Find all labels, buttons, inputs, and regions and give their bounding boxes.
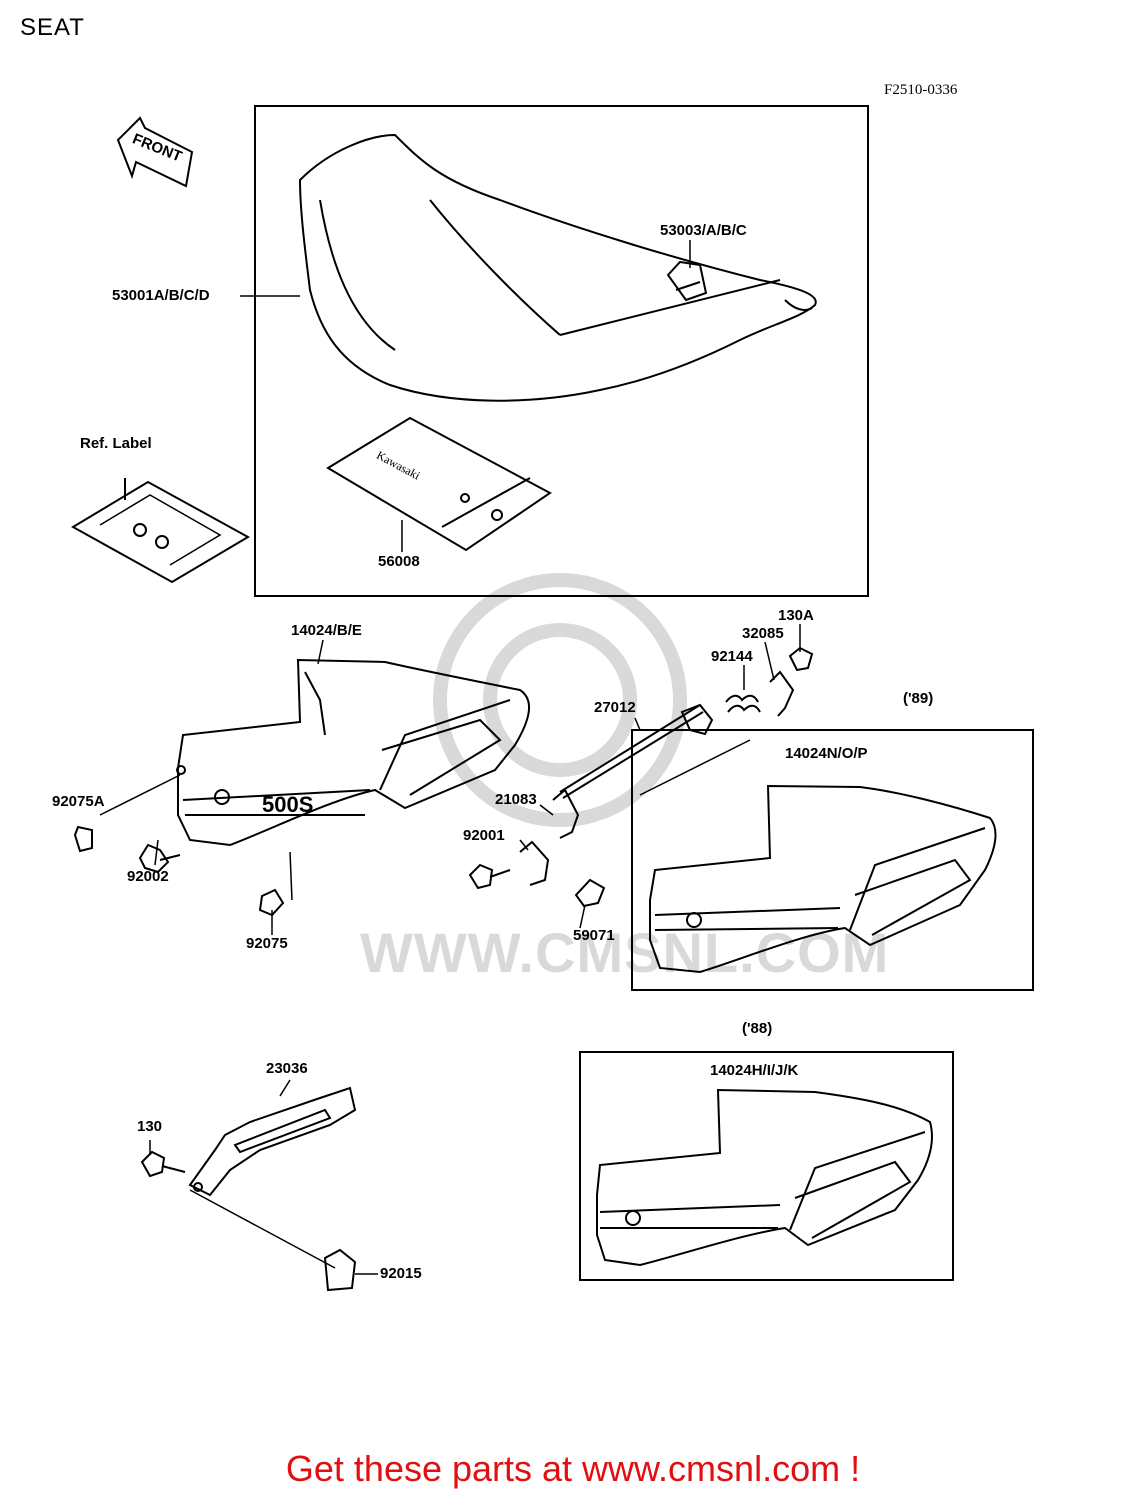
- label-53003: 53003/A/B/C: [660, 222, 747, 239]
- label-92015: 92015: [380, 1265, 422, 1282]
- label-92002: 92002: [127, 868, 169, 885]
- watermark-logo: [433, 573, 687, 827]
- label-21083: 21083: [495, 791, 537, 808]
- tail-cover-89-drawing: [649, 784, 997, 974]
- label-130: 130: [137, 1118, 163, 1135]
- leader-lines: [99, 240, 801, 1275]
- manual-bag-drawing: Kawasaki: [326, 416, 552, 552]
- label-53001: 53001A/B/C/D: [112, 287, 210, 304]
- watermark-text: WWW.CMSNL.COM: [360, 921, 890, 984]
- label-59071: 59071: [573, 927, 615, 944]
- label-14024-h-i-j-k: 14024H/I/J/K: [710, 1062, 799, 1079]
- bracket-23036-drawing: [140, 1086, 357, 1292]
- label-92075a: 92075A: [52, 793, 105, 810]
- svg-text:Kawasaki: Kawasaki: [374, 448, 423, 483]
- label-56008: 56008: [378, 553, 420, 570]
- label-ref-label: Ref. Label: [80, 435, 152, 452]
- tail-cover-88-drawing: [596, 1088, 933, 1267]
- label-92144: 92144: [711, 648, 753, 665]
- hardware-parts-drawing: [73, 646, 814, 917]
- label-14024-n-o-p: 14024N/O/P: [785, 745, 868, 762]
- front-arrow-icon: FRONT: [116, 116, 194, 188]
- ref-label-drawing: [71, 478, 251, 584]
- label-year-89: ('89): [903, 690, 934, 707]
- diagram-code: F2510-0336: [884, 82, 958, 98]
- year-89-box: [631, 729, 1034, 991]
- tail-cover-main-drawing: 500S: [176, 658, 531, 847]
- label-year-88: ('88): [742, 1020, 773, 1037]
- svg-text:500S: 500S: [262, 792, 313, 817]
- label-130a: 130A: [778, 607, 814, 624]
- label-92075: 92075: [246, 935, 288, 952]
- footer-link-text[interactable]: Get these parts at www.cmsnl.com !: [285, 1448, 861, 1489]
- seat-box: [254, 105, 869, 597]
- label-32085: 32085: [742, 625, 784, 642]
- label-23036: 23036: [266, 1060, 308, 1077]
- label-92001: 92001: [463, 827, 505, 844]
- label-27012: 27012: [594, 699, 636, 716]
- seat-drawing: [298, 133, 817, 402]
- year-88-box: [579, 1051, 954, 1281]
- page-title: SEAT: [20, 14, 85, 41]
- label-14024-b-e: 14024/B/E: [291, 622, 362, 639]
